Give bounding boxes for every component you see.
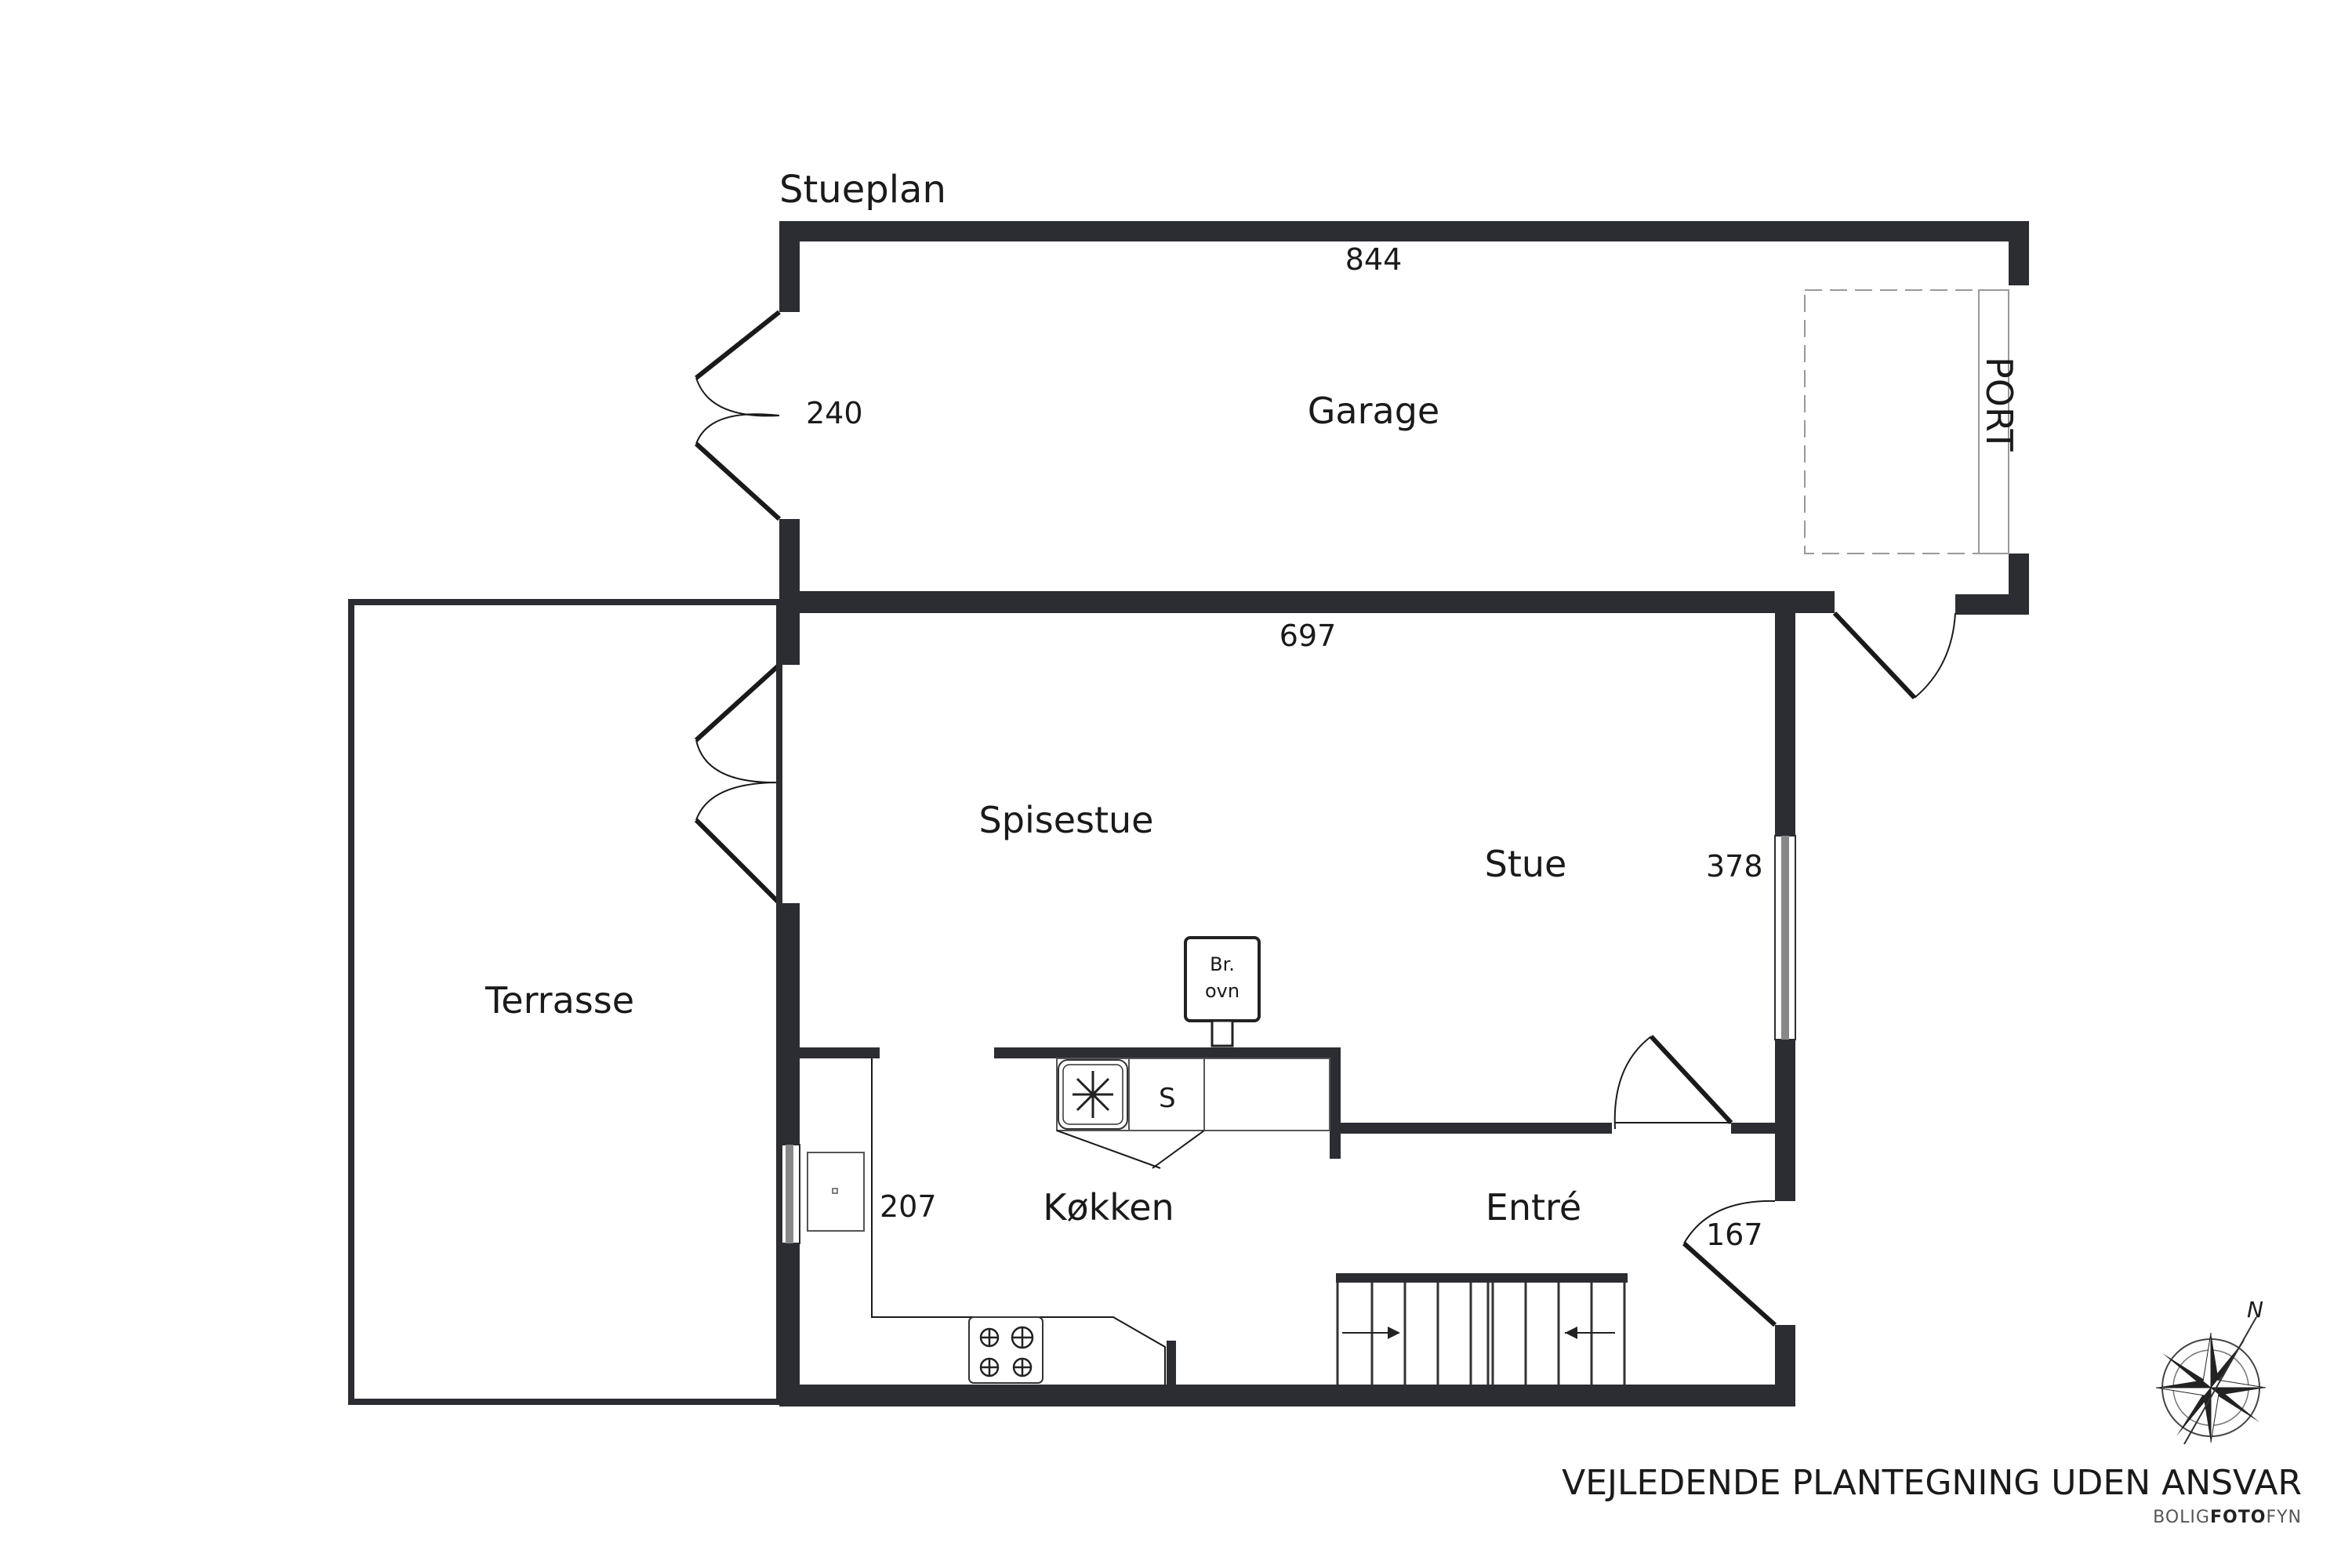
port-label: PORT	[1978, 357, 2020, 452]
room-stue: Stue	[1485, 843, 1567, 885]
entre-interior-door	[1613, 1034, 1733, 1130]
room-spisestue: Spisestue	[979, 799, 1154, 841]
dim-koekken-window: 207	[880, 1189, 937, 1224]
stove-label-line1: Br.	[1210, 953, 1235, 975]
dim-stue-width: 697	[1279, 619, 1337, 653]
spisestue-terrace-door	[694, 662, 782, 906]
garage-walls	[779, 221, 2029, 665]
stairs	[1336, 1273, 1628, 1385]
brand-part-c: FYN	[2266, 1508, 2302, 1527]
brand-part-a: BOLIG	[2153, 1508, 2210, 1527]
window-koekken	[779, 1144, 800, 1244]
stove-label-line2: ovn	[1205, 980, 1240, 1002]
room-terrasse: Terrasse	[485, 979, 634, 1022]
garage-exterior-door	[1832, 611, 1956, 700]
dim-garage-width: 844	[1345, 242, 1403, 277]
brand-logo: BOLIGFOTOFYN	[2153, 1508, 2302, 1527]
disclaimer-text: VEJLEDENDE PLANTEGNING UDEN ANSVAR	[1562, 1463, 2302, 1503]
brand-part-b: FOTO	[2210, 1508, 2266, 1527]
dim-stue-window: 378	[1706, 849, 1763, 884]
garage-side-door	[694, 310, 782, 521]
wood-stove: Br. ovn	[1184, 936, 1261, 1047]
entre-exterior-door	[1682, 1200, 1777, 1327]
hob-icon	[968, 1316, 1044, 1384]
dim-entre-door: 167	[1706, 1218, 1763, 1252]
room-entre: Entré	[1486, 1186, 1581, 1229]
stair-arrow-right-icon	[1342, 1327, 1400, 1339]
terrasse-outline	[348, 599, 782, 1405]
garage-port: PORT	[1804, 289, 2020, 554]
sink-label: S	[1159, 1083, 1176, 1114]
kitchen-counter-left	[807, 1058, 1166, 1385]
room-garage: Garage	[1308, 390, 1439, 432]
compass-icon: N	[2155, 1297, 2267, 1445]
dim-garage-door: 240	[806, 396, 863, 430]
room-koekken: Køkken	[1043, 1186, 1174, 1229]
snowflake-icon	[1058, 1059, 1128, 1130]
stair-arrow-left-icon	[1565, 1327, 1615, 1339]
house-walls	[779, 613, 1795, 1406]
plan-title: Stueplan	[779, 168, 946, 212]
window-stue	[1774, 835, 1796, 1040]
compass-north-label: N	[2247, 1297, 2263, 1323]
